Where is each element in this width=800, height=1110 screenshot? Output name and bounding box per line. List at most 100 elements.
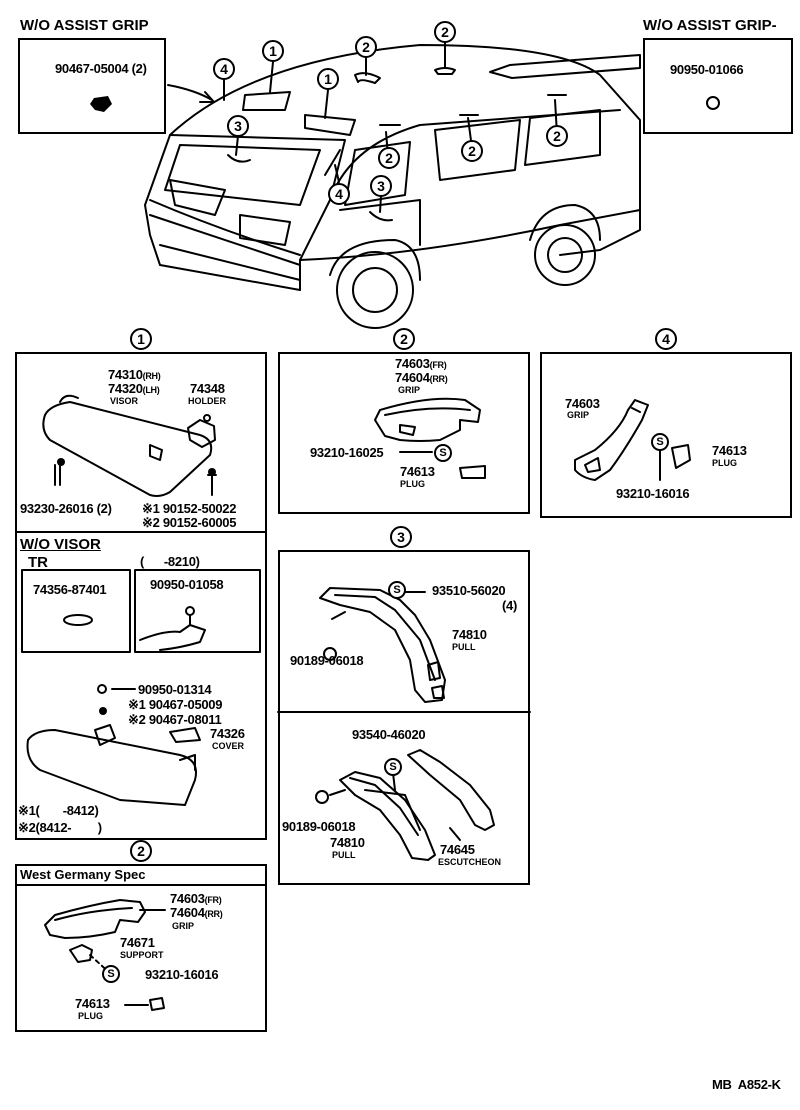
holder-part: 74348 xyxy=(190,381,225,396)
corner-left-title: W/O ASSIST GRIP xyxy=(20,17,149,34)
holder-label: HOLDER xyxy=(188,396,226,406)
sec4-screw-s-icon: S xyxy=(651,433,669,451)
sec3a-pull-part: 74810 xyxy=(452,627,487,642)
diagram-code: MB A852-K xyxy=(712,1077,781,1092)
section-3-box xyxy=(278,550,530,885)
clip-drawing xyxy=(63,614,93,626)
corner-left-clip xyxy=(90,96,112,112)
sec4-grip-part: 74603 xyxy=(565,396,600,411)
grip-plug-label: PLUG xyxy=(400,479,426,489)
left-arrow xyxy=(167,84,213,101)
wg-support-part: 74671 xyxy=(120,935,155,950)
grip-fr-tag: (FR) xyxy=(429,360,447,370)
section-2-callout: 2 xyxy=(393,328,415,350)
van-callout-2e: 2 xyxy=(546,125,568,147)
west-germany-box xyxy=(15,864,267,1032)
wg-title: West Germany Spec xyxy=(20,867,146,882)
pull-drawing-3b xyxy=(329,749,495,861)
visor-rh-part: 74310 xyxy=(108,367,143,382)
sec4-plug-label: PLUG xyxy=(712,458,738,468)
section-1-box xyxy=(15,352,267,840)
van-illustration xyxy=(144,41,641,329)
wo-visor-cover-part: 74326 xyxy=(210,726,245,741)
sec3a-screw-qty: (4) xyxy=(502,598,517,613)
left-arrow-head xyxy=(199,91,215,103)
wo-visor-tr: TR xyxy=(28,554,48,571)
wo-visor-p2: ※1 90467-05009 xyxy=(128,697,223,712)
van-callout-2b: 2 xyxy=(434,21,456,43)
sec4-grip-label: GRIP xyxy=(567,410,590,420)
visor-lh-part: 74320 xyxy=(108,381,143,396)
sec3b-pull-label: PULL xyxy=(332,850,356,860)
wg-plug-part: 74613 xyxy=(75,996,110,1011)
van-callout-4b: 4 xyxy=(328,183,350,205)
section-1-callout: 1 xyxy=(130,328,152,350)
sec3b-pull-part: 74810 xyxy=(330,835,365,850)
van-callout-2c: 2 xyxy=(378,147,400,169)
sec3a-screw-part: 93510-56020 xyxy=(432,583,506,598)
wo-visor-left-part: 74356-87401 xyxy=(33,582,107,597)
sec3a-pull-label: PULL xyxy=(452,642,476,652)
sec3b-screw-part: 93540-46020 xyxy=(352,727,426,742)
grip-drawing-4 xyxy=(574,399,691,481)
sec3b-clip-part: 90189-06018 xyxy=(282,819,356,834)
wg-grip-fr-part: 74603 xyxy=(170,891,205,906)
grip-screw-s-icon: S xyxy=(434,444,452,462)
wo-visor-cover-label: COVER xyxy=(212,741,245,751)
wo-visor-p3: ※2 90467-08011 xyxy=(128,712,222,727)
van-callout-1b: 1 xyxy=(317,68,339,90)
wg-grip-rr-tag: (RR) xyxy=(204,909,223,919)
range-sub-box xyxy=(134,569,261,653)
wg-title-divider xyxy=(15,884,267,886)
section-2-wg-callout: 2 xyxy=(130,840,152,862)
wg-screw-part: 93210-16016 xyxy=(145,967,219,982)
grip-fr-part: 74603 xyxy=(395,356,430,371)
sec4-plug-part: 74613 xyxy=(712,443,747,458)
grip-drawing-2 xyxy=(374,397,486,479)
corner-right-box xyxy=(643,38,793,134)
visor-alt2-part: ※2 90152-60005 xyxy=(142,515,237,530)
grip-label: GRIP xyxy=(398,385,421,395)
grip-rr-part: 74604 xyxy=(395,370,430,385)
section-4-box xyxy=(540,352,792,518)
corner-right-part: 90950-01066 xyxy=(670,62,744,77)
wg-grip-label: GRIP xyxy=(172,921,195,931)
sec3b-esc-part: 74645 xyxy=(440,842,475,857)
sec3a-clip-part: 90189-06018 xyxy=(290,653,364,668)
corner-left-part: 90467-05004 (2) xyxy=(55,61,147,76)
van-callout-2a: 2 xyxy=(355,36,377,58)
sec4-screw-part: 93210-16016 xyxy=(616,486,690,501)
grip-rr-tag: (RR) xyxy=(429,374,448,384)
sec3b-screw-s-icon: S xyxy=(384,758,402,776)
wo-visor-note1: ※1( -8412) xyxy=(18,803,99,818)
wo-visor-note2: ※2(8412- ) xyxy=(18,820,102,835)
van-callout-4a: 4 xyxy=(213,58,235,80)
corner-right-title: W/O ASSIST GRIP- xyxy=(643,17,777,34)
right-arrow xyxy=(489,54,641,79)
wg-plug-label: PLUG xyxy=(78,1011,104,1021)
visor-lh-tag: (LH) xyxy=(142,385,160,395)
wg-support-label: SUPPORT xyxy=(120,950,164,960)
pull-drawing-3a xyxy=(319,587,446,703)
wo-visor-p1: 90950-01314 xyxy=(138,682,212,697)
section-4-callout: 4 xyxy=(655,328,677,350)
van-callout-2d: 2 xyxy=(461,140,483,162)
section-2-box xyxy=(278,352,530,514)
visor-alt1-part: ※1 90152-50022 xyxy=(142,501,237,516)
tr-sub-box xyxy=(21,569,131,653)
visor-screw-part: 93230-26016 (2) xyxy=(20,501,112,516)
visor-rh-tag: (RH) xyxy=(142,371,161,381)
wo-visor-right-part: 90950-01058 xyxy=(150,577,224,592)
grip-screw-part: 93210-16025 xyxy=(310,445,384,460)
sec3b-esc-label: ESCUTCHEON xyxy=(438,857,502,867)
van-callout-1a: 1 xyxy=(262,40,284,62)
van-callout-3a: 3 xyxy=(227,115,249,137)
grip-drawing-wg xyxy=(44,899,166,1011)
visor-drawing xyxy=(42,394,217,497)
wo-visor-title: W/O VISOR xyxy=(20,536,101,553)
section-3-callout: 3 xyxy=(390,526,412,548)
corner-left-box xyxy=(18,38,166,134)
grip-plug-part: 74613 xyxy=(400,464,435,479)
van-callout-3b: 3 xyxy=(370,175,392,197)
